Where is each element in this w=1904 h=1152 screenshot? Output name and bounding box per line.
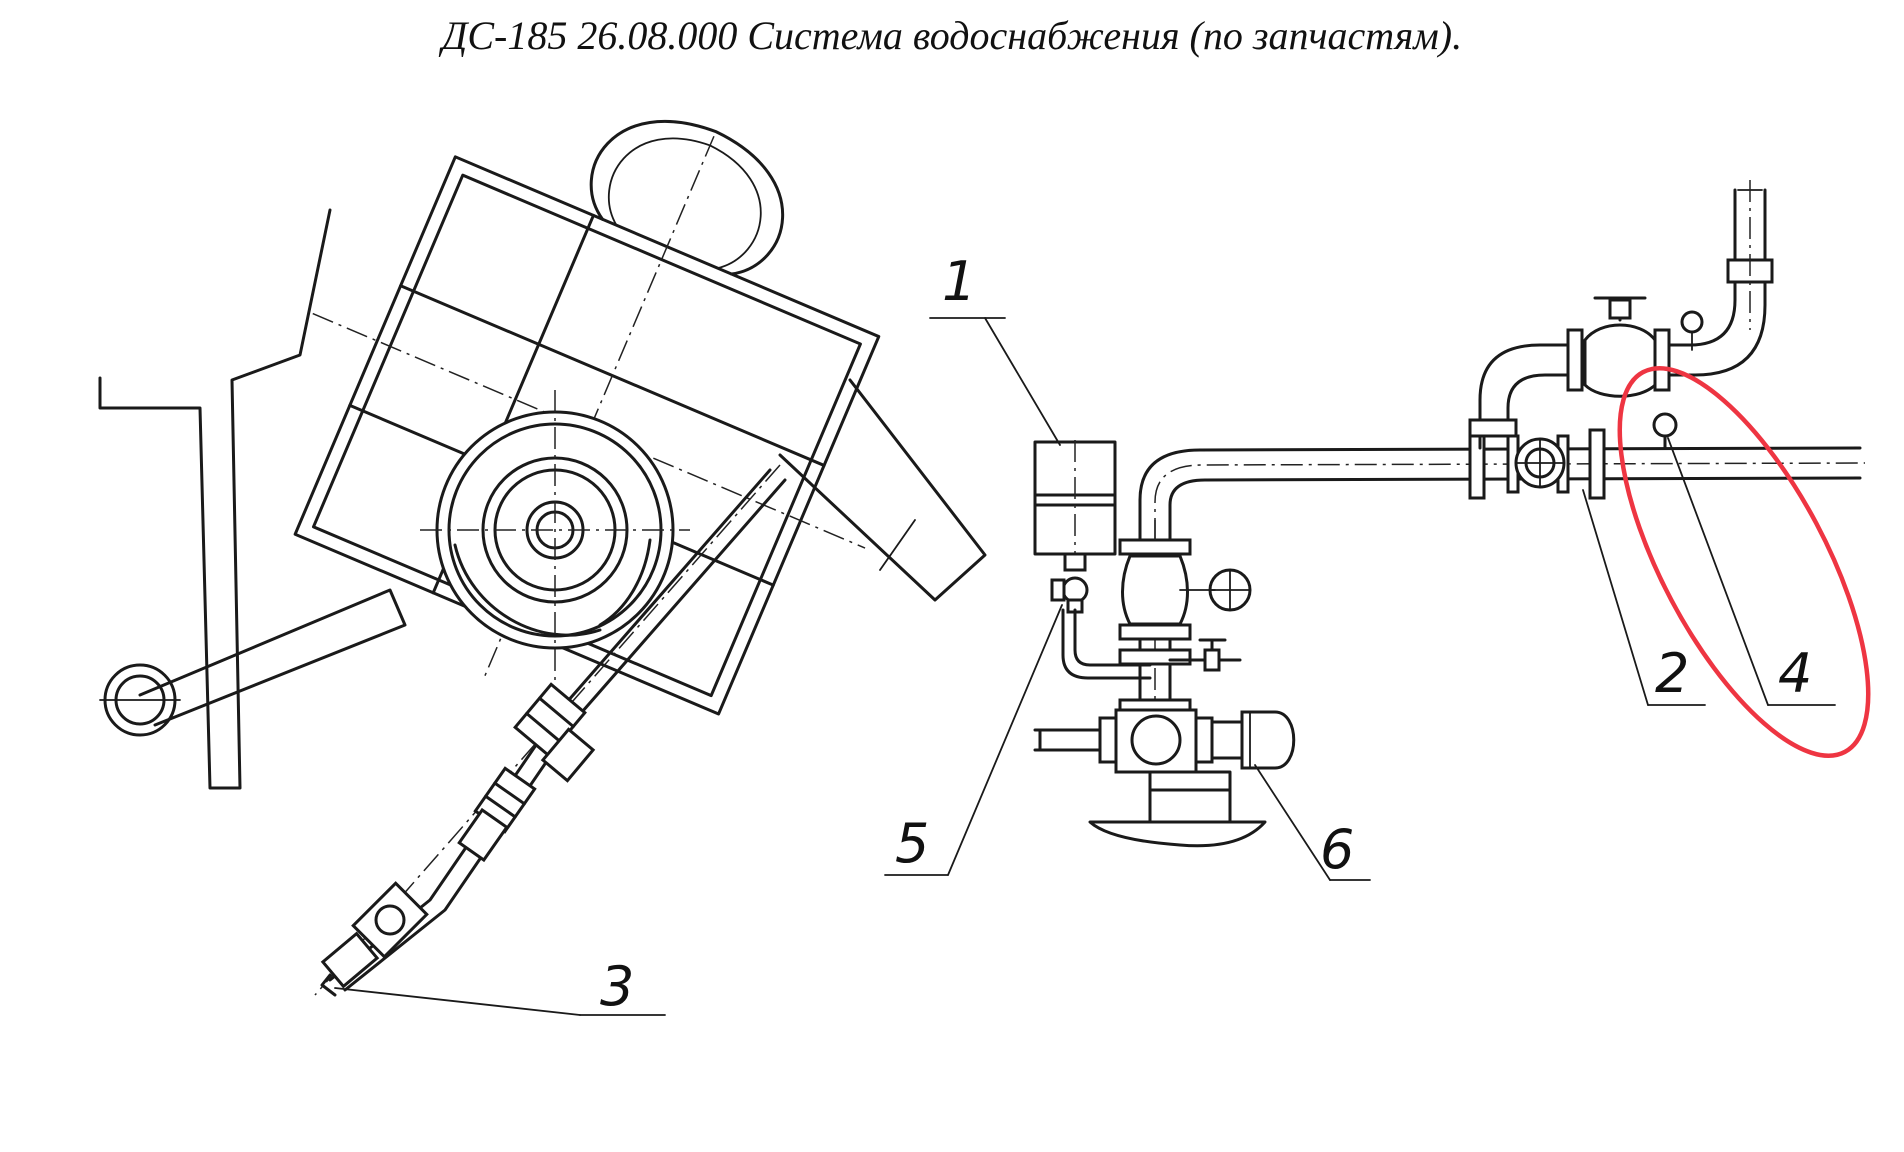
expansion-tank bbox=[1033, 440, 1152, 680]
discharge-funnel bbox=[778, 378, 987, 602]
callout-3-label: 3 bbox=[600, 955, 634, 1018]
callout-4: 4 bbox=[1667, 437, 1836, 706]
callout-1: 1 bbox=[929, 250, 1061, 446]
manhole-hatch bbox=[420, 390, 690, 680]
callout-5-label: 5 bbox=[895, 812, 929, 875]
tank-frame bbox=[293, 119, 881, 716]
callout-2-label: 2 bbox=[1655, 642, 1689, 705]
callout-2: 2 bbox=[1582, 489, 1706, 706]
callout-1-label: 1 bbox=[942, 250, 976, 313]
tank-frame-assembly bbox=[98, 119, 987, 997]
drawbar bbox=[99, 588, 407, 737]
callout-4-label: 4 bbox=[1778, 642, 1812, 705]
callout-6: 6 bbox=[1254, 764, 1371, 881]
callout-5: 5 bbox=[884, 604, 1063, 876]
callout-3: 3 bbox=[334, 955, 666, 1018]
drain-pipeline bbox=[314, 464, 787, 997]
highlight-ellipse bbox=[1617, 366, 1871, 758]
main-water-pipe bbox=[1138, 412, 1866, 542]
vehicle-frame bbox=[98, 208, 332, 790]
callout-6-label: 6 bbox=[1320, 818, 1354, 881]
drawing-title: ДС-185 26.08.000 Система водоснабжения (… bbox=[441, 13, 1463, 58]
pump-unit bbox=[1033, 708, 1296, 848]
